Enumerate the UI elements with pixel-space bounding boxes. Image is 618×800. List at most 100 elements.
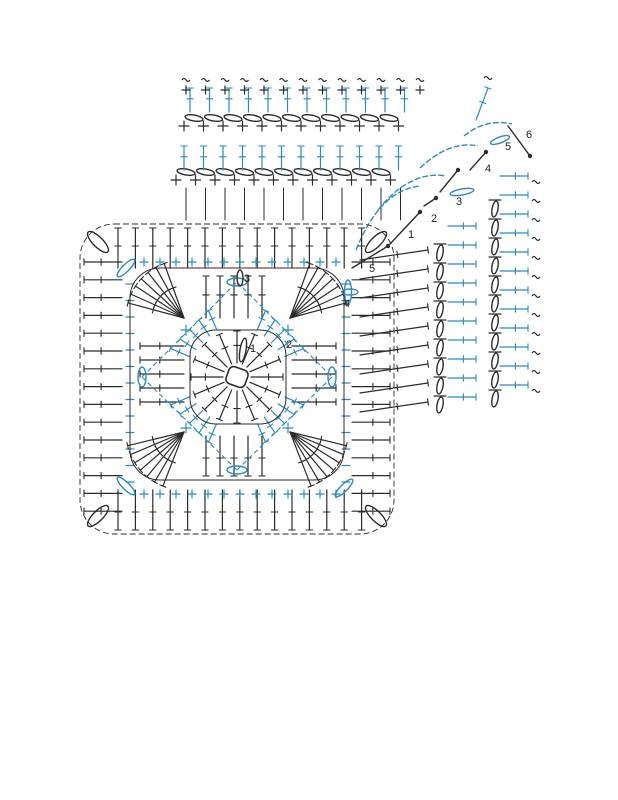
center-chain-ring xyxy=(225,365,249,389)
corner-slip-dot-3 xyxy=(433,195,439,201)
inner-ring-dc-top xyxy=(251,332,259,337)
inner-ring-dc xyxy=(203,343,228,368)
blue-diamond-dc xyxy=(188,328,204,344)
corner-diagonal-2 xyxy=(389,211,421,245)
blue-diamond-dc-bar xyxy=(275,414,282,421)
right-fasten-mark xyxy=(531,198,541,204)
blue-corner-chain-1 xyxy=(343,279,353,305)
middle-fan-dc-top xyxy=(160,261,168,266)
inner-ring-dc xyxy=(249,358,281,373)
inner-ring-dc-top xyxy=(215,417,223,422)
blue-diamond-dc-bar xyxy=(258,432,266,436)
middle-fan-dc xyxy=(147,271,185,319)
right-tie-dc-bar xyxy=(396,345,399,354)
blue-diamond-dc xyxy=(284,347,305,358)
top-fasten-mark xyxy=(181,77,191,83)
top-row-chain xyxy=(262,113,282,123)
top-row-chain xyxy=(351,167,372,177)
blue-diamond-dc xyxy=(263,416,276,434)
middle-fan-dc-top xyxy=(316,479,323,485)
inner-ring-dc-top xyxy=(201,406,208,413)
middle-fan-dc-top xyxy=(152,265,160,270)
blue-diamond-dc-bar xyxy=(284,406,290,413)
top-row-chain xyxy=(312,167,333,177)
middle-fan-dc xyxy=(289,431,328,478)
inner-ring-dc-bar xyxy=(206,385,210,393)
middle-fan-dc xyxy=(289,431,335,471)
right-fasten-mark xyxy=(531,236,541,242)
middle-fan-dc-bar xyxy=(169,286,177,290)
middle-fan-dc-top xyxy=(344,299,348,307)
corner-top-fasten xyxy=(483,75,493,81)
middle-fan-dc-top xyxy=(143,474,151,480)
blue-corner-chain-0 xyxy=(116,258,136,278)
blue-diamond-dc-bar xyxy=(192,414,199,421)
right-col-chain xyxy=(436,339,444,357)
middle-fan-dc-top xyxy=(306,261,314,266)
blue-diamond-dc-top xyxy=(195,317,203,323)
middle-fan-dc-bar xyxy=(151,435,155,444)
inner-ring-dc-top xyxy=(215,332,223,337)
blue-diamond-dc xyxy=(277,338,295,351)
middle-fan-dc-top xyxy=(151,479,158,485)
middle-fan-dc xyxy=(162,431,185,487)
inner-ring-dc-bar xyxy=(264,385,268,393)
middle-fan-dc xyxy=(289,431,345,456)
middle-fan-dc-top xyxy=(322,269,330,276)
top-fasten-mark xyxy=(376,77,386,83)
blue-diamond-dc-top xyxy=(195,430,203,436)
right-fasten-mark xyxy=(531,388,541,394)
right-tie-dc-bar xyxy=(396,269,399,278)
blue-diamond-dc xyxy=(198,416,211,434)
label-round-1-center: 1 xyxy=(250,343,256,355)
middle-fan-dc-bar xyxy=(319,306,323,314)
middle-fan-dc xyxy=(134,285,185,319)
corner-blue-arc-1 xyxy=(377,174,447,211)
blue-diamond-dc-bar xyxy=(284,340,290,348)
blue-diamond-dc xyxy=(179,403,197,415)
middle-fan-dc-top xyxy=(128,451,133,459)
blue-diamond-dc-bar xyxy=(258,317,266,321)
outer-chain-frame xyxy=(79,223,395,535)
right-col-chain xyxy=(491,390,499,408)
top-row-chain xyxy=(195,167,216,177)
blue-diamond-dc-bar xyxy=(200,324,208,330)
blue-diamond-corner-1 xyxy=(327,366,337,388)
top-fasten-mark xyxy=(298,77,308,83)
blue-diamond-dc-top xyxy=(262,308,269,313)
corner-top-dc-top xyxy=(484,86,492,90)
inner-ring-dc-bar xyxy=(206,361,210,369)
right-col-chain xyxy=(436,377,444,395)
corner-chain-1 xyxy=(364,230,388,254)
top-fasten-mark xyxy=(259,77,269,83)
middle-fan-dc xyxy=(289,302,347,319)
middle-fan-dc xyxy=(289,262,311,319)
label-round-2-center: 2 xyxy=(286,339,292,351)
blue-diamond-dc xyxy=(169,396,190,406)
right-tie-dc-top xyxy=(426,322,430,330)
top-row-chain xyxy=(184,113,204,123)
right-fasten-mark xyxy=(531,255,541,261)
corner-diagonal-1 xyxy=(351,245,389,269)
top-fasten-mark xyxy=(415,77,425,83)
right-tie-dc-top xyxy=(426,398,430,406)
blue-diamond-dc-top xyxy=(301,345,306,352)
top-fasten-mark xyxy=(357,77,366,83)
top-fasten-mark xyxy=(318,77,327,83)
blue-diamond-dc-bar xyxy=(208,432,216,436)
inner-ring-dc-bar xyxy=(221,346,229,350)
round-number-labels: 1 2 3 4 5 1 2 3 4 5 6 xyxy=(244,129,532,355)
right-tie-dc-bar xyxy=(396,383,399,392)
middle-fan-dc xyxy=(129,431,185,456)
middle-fan-dc-top xyxy=(126,442,129,450)
inner-ring-dc-bar xyxy=(256,351,263,358)
middle-fan-dc-top xyxy=(336,282,341,290)
inner-ring-dc-bar xyxy=(245,404,253,408)
blue-diamond-dc-top xyxy=(168,401,173,409)
label-round-5-center: 5 xyxy=(369,263,375,275)
middle-fan-dc xyxy=(289,431,321,483)
label-round-4-center: 4 xyxy=(344,298,350,310)
middle-fan-dc-top xyxy=(330,275,336,282)
blue-diamond-dc xyxy=(263,319,276,337)
corner-slip-dot-2 xyxy=(417,209,423,215)
